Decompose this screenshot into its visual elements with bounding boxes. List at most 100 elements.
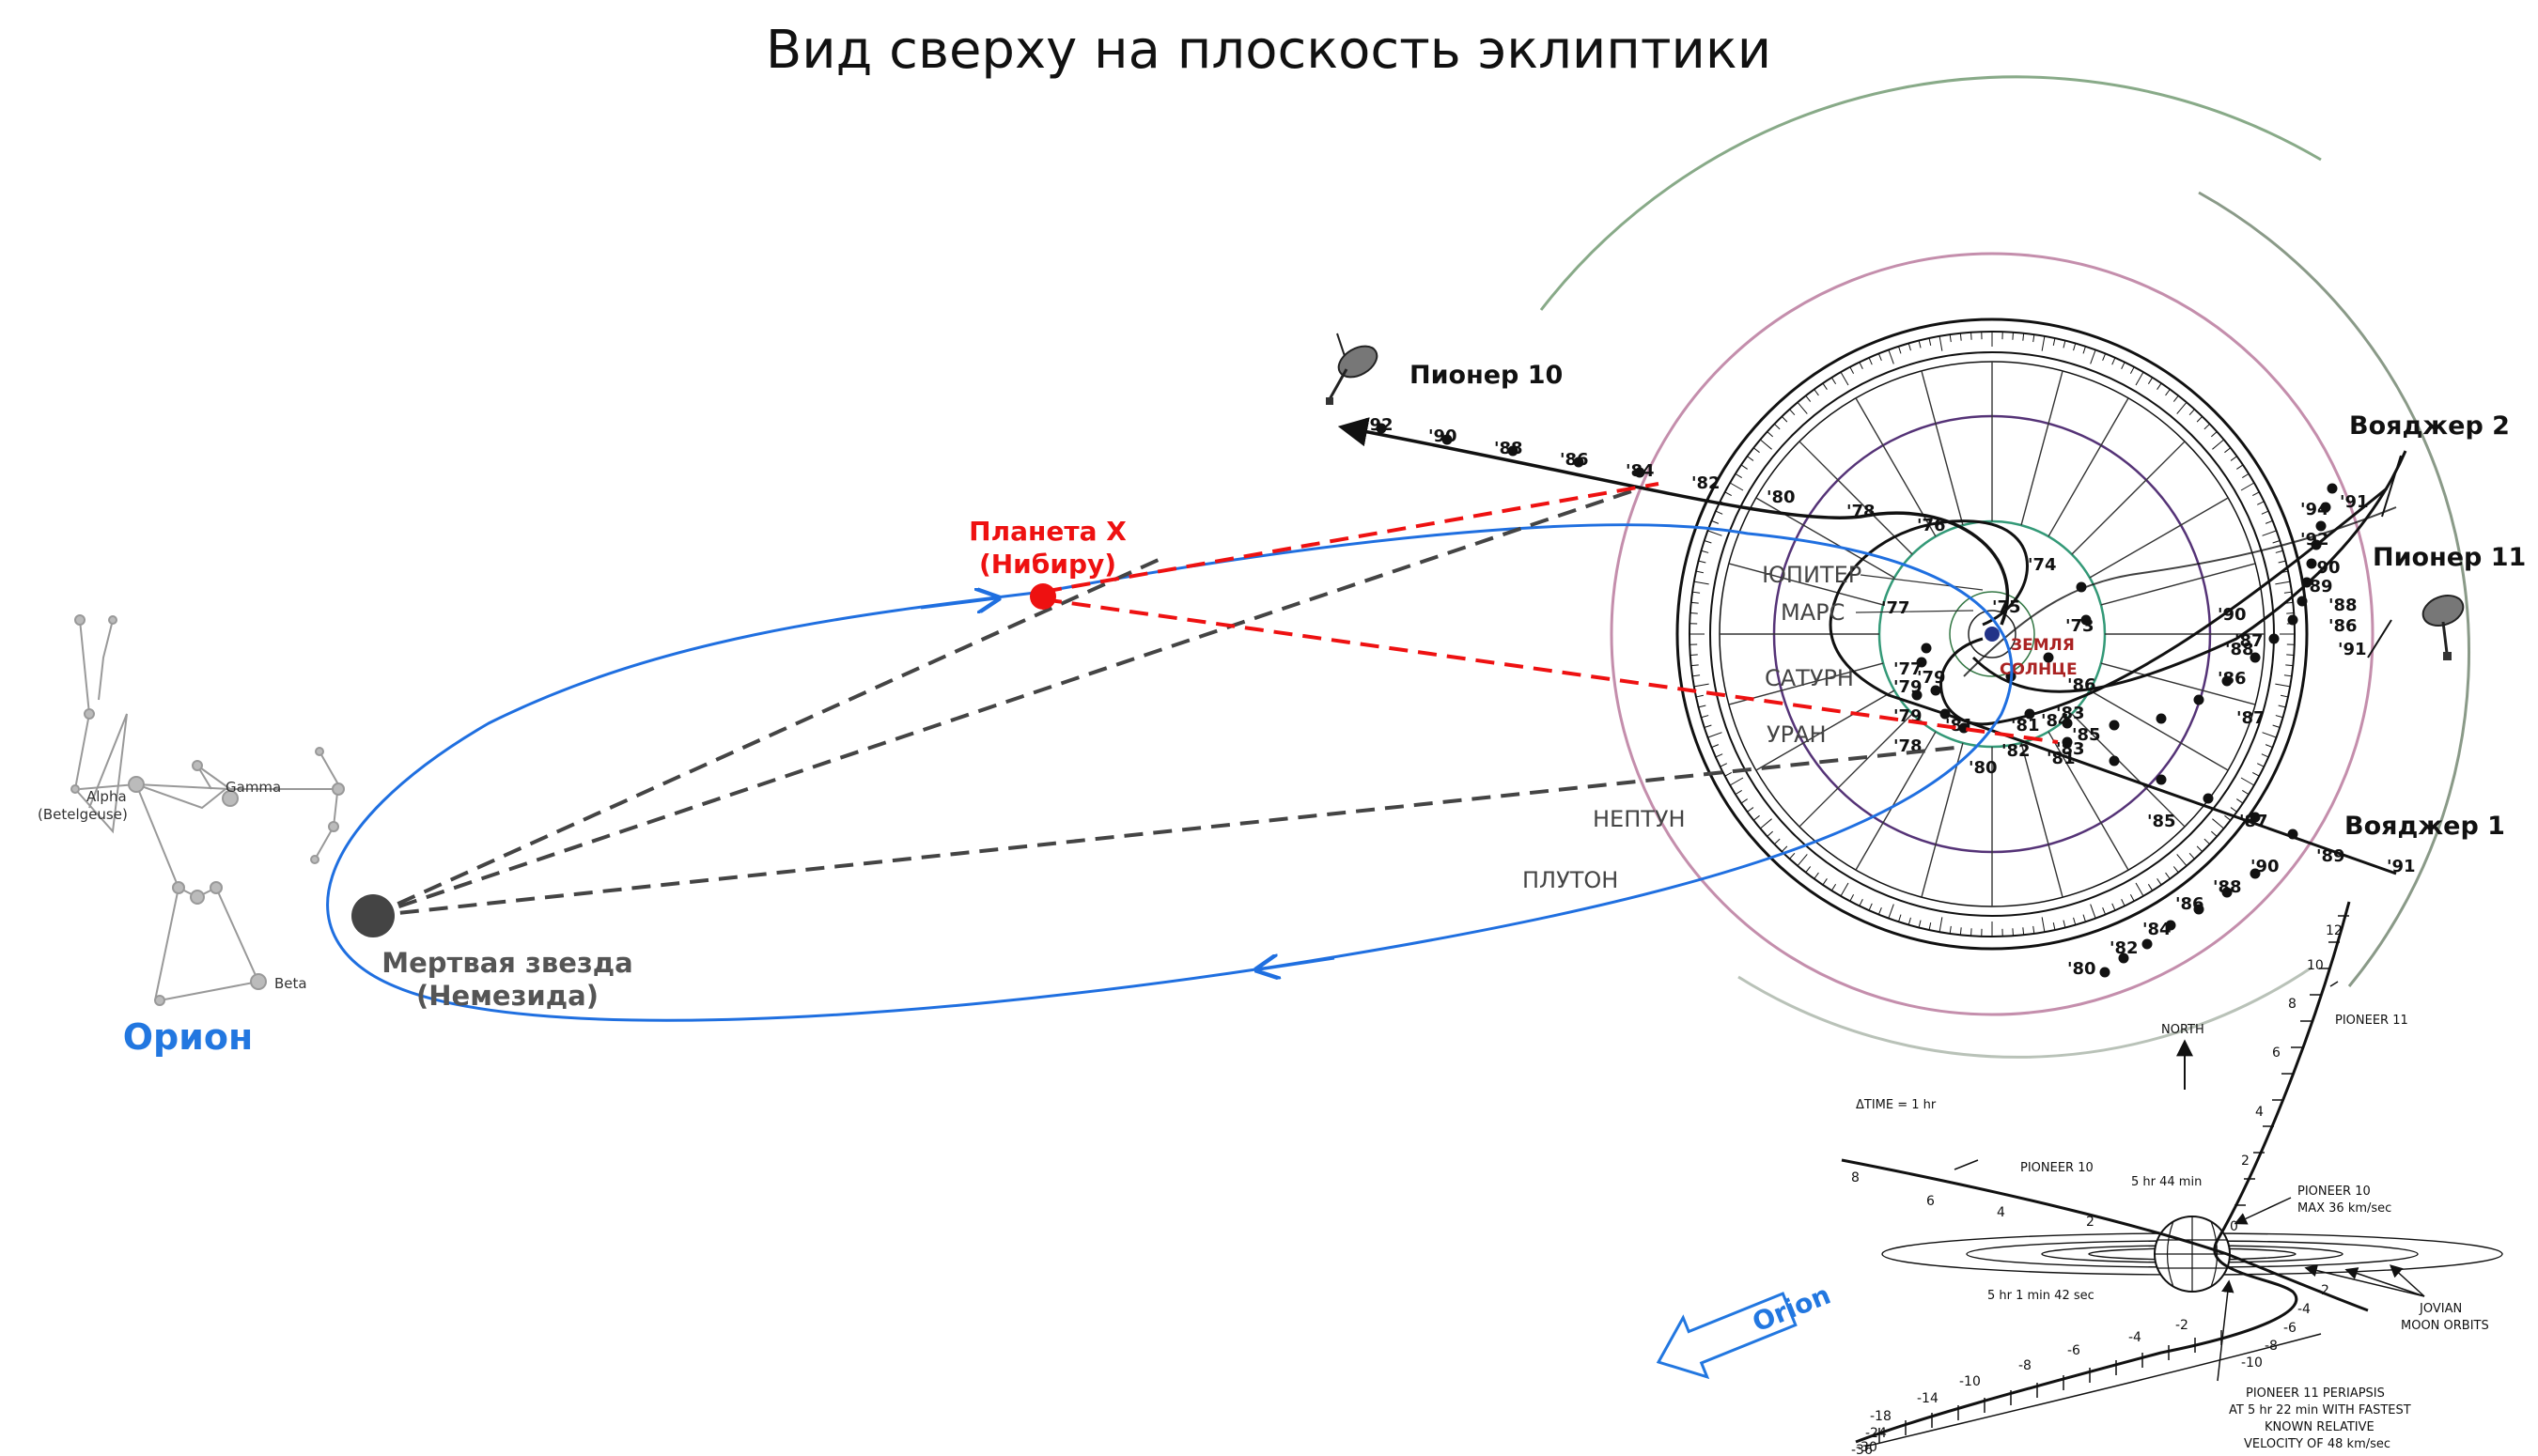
star-label-alpha: Alpha — [86, 788, 127, 805]
moon-orbits-label-1: JOVIAN — [2419, 1302, 2462, 1316]
year-label-v2: '86 — [2218, 669, 2247, 689]
flyby-tick-label: -2 — [2316, 1283, 2329, 1298]
pioneer10-time-label: 5 hr 44 min — [2131, 1175, 2202, 1189]
pioneer11-probe-icon — [2421, 595, 2465, 660]
year-label-p10: '90 — [1428, 426, 1457, 446]
year-label-v1: '80 — [2067, 959, 2096, 979]
year-label-v2: '94 — [2300, 500, 2329, 519]
star-label-beta: Beta — [274, 975, 307, 992]
year-label-v1: '87 — [2239, 812, 2268, 831]
year-label-v2: '87 — [2234, 631, 2264, 651]
flyby-tick-label: -18 — [1870, 1409, 1892, 1424]
year-label-inner: '79 — [1893, 677, 1923, 697]
jupiter-flyby-diagram — [1841, 901, 2503, 1448]
year-label-inner: '85 — [2072, 725, 2101, 745]
year-label-inner: '81 — [2047, 749, 2076, 768]
year-label-inner: '86 — [2067, 675, 2096, 695]
flyby-tick-label: -4 — [2297, 1302, 2311, 1317]
pioneer11-flyby-label: PIONEER 11 — [2335, 1014, 2408, 1028]
year-label-v2: '91 — [2338, 640, 2367, 659]
orion-arrow-label: Orion — [1748, 1279, 1834, 1339]
year-label-p10: '76 — [1917, 516, 1946, 535]
year-label-v1: '84 — [2142, 920, 2172, 939]
year-label-v2: '86 — [2328, 616, 2358, 636]
planet-x-alt-label: (Нибиру) — [979, 549, 1116, 580]
year-label-p10: '73 — [2065, 616, 2094, 636]
flyby-tick-label: -10 — [2241, 1355, 2263, 1371]
dead-star-marker — [351, 894, 395, 937]
year-label-inner: '83 — [2056, 704, 2085, 723]
pioneer11-time-label: 5 hr 1 min 42 sec — [1987, 1289, 2094, 1303]
periapsis-label-4: VELOCITY OF 48 km/sec — [2244, 1437, 2390, 1451]
flyby-tick-label: -10 — [1959, 1374, 1981, 1389]
flyby-tick-label: -4 — [2128, 1330, 2141, 1345]
p11-tick-label: 2 — [2241, 1154, 2250, 1169]
year-label-inner: '83 — [2056, 739, 2085, 759]
year-label-v1: '91 — [2387, 857, 2416, 876]
flyby-tick-label: -36 — [1851, 1443, 1873, 1456]
periapsis-label-3: KNOWN RELATIVE — [2265, 1420, 2375, 1434]
p10-tick-label: 8 — [1851, 1170, 1860, 1185]
pioneer10-probe-icon — [1326, 333, 1378, 405]
pioneer10-flyby-label: PIONEER 10 — [2020, 1161, 2094, 1175]
star-label-betelgeuse: (Betelgeuse) — [38, 806, 128, 823]
planet-label-neptune: НЕПТУН — [1593, 806, 1686, 832]
p10-tick-label: 4 — [1997, 1205, 2005, 1220]
p11-tick-label: 12 — [2326, 923, 2343, 938]
year-label-inner: '75 — [1992, 597, 2021, 617]
delta-time-label: ΔTIME = 1 hr — [1856, 1098, 1937, 1112]
flyby-tick-label: -14 — [1917, 1391, 1939, 1406]
moon-orbits-label-2: MOON ORBITS — [2401, 1319, 2489, 1333]
p11-tick-label: 4 — [2255, 1105, 2264, 1120]
year-label-inner: '84 — [2041, 711, 2070, 731]
periapsis-label-2: AT 5 hr 22 min WITH FASTEST — [2229, 1403, 2411, 1417]
year-label-p10: '84 — [1626, 461, 1655, 481]
voyager2-label: Вояджер 2 — [2349, 411, 2510, 441]
orion-constellation — [70, 614, 345, 1006]
year-label-p10: '80 — [1767, 488, 1796, 507]
north-label: NORTH — [2161, 1023, 2204, 1037]
year-label-inner: '77 — [1893, 659, 1923, 679]
flyby-tick-label: -8 — [2018, 1358, 2032, 1373]
year-label-inner: '79 — [1917, 668, 1946, 688]
planet-label-jupiter: ЮПИТЕР — [1762, 562, 1861, 588]
p10-tick-label: 6 — [1926, 1194, 1935, 1209]
year-label-inner: '82 — [2001, 741, 2031, 761]
year-label-v1: '89 — [2316, 846, 2345, 866]
flyby-tick-label: -6 — [2283, 1321, 2297, 1336]
dead-star-alt-label: (Немезида) — [416, 980, 599, 1012]
year-label-p10: '92 — [1364, 415, 1394, 435]
p11-tick-label: 10 — [2307, 958, 2324, 973]
year-label-v1: '86 — [2175, 894, 2204, 914]
p10-tick-label: 2 — [2086, 1215, 2094, 1230]
year-label-p10: '82 — [1691, 473, 1721, 493]
p11-tick-label: 6 — [2272, 1046, 2281, 1061]
year-label-v2: '90 — [2312, 558, 2341, 578]
flyby-tick-label: -2 — [2175, 1318, 2188, 1333]
earth-label: ЗЕМЛЯ — [2011, 636, 2075, 655]
year-label-v2: '90 — [2218, 605, 2247, 625]
year-label-p10: '74 — [2028, 555, 2057, 575]
pioneer11-label: Пионер 11 — [2373, 543, 2526, 572]
year-label-p10: '88 — [1494, 439, 1523, 458]
p11-tick-label: 0 — [2230, 1219, 2238, 1234]
year-label-inner: '77 — [1881, 598, 1910, 618]
flyby-tick-label: -8 — [2265, 1339, 2278, 1354]
pioneer10-label: Пионер 10 — [1409, 361, 1563, 390]
year-label-v1: '82 — [2110, 938, 2139, 958]
year-label-v2: '91 — [2340, 492, 2369, 512]
star-label-gamma: Gamma — [226, 779, 281, 796]
pioneer10-max-label-1: PIONEER 10 — [2297, 1185, 2371, 1199]
year-label-v2: '92 — [2300, 530, 2329, 550]
page-title: Вид сверху на плоскость эклиптики — [766, 20, 1771, 81]
year-label-v2: '89 — [2304, 577, 2333, 596]
planet-label-uranus: УРАН — [1767, 721, 1827, 748]
year-label-v2: '88 — [2328, 596, 2358, 615]
planet-label-saturn: САТУРН — [1765, 665, 1854, 691]
year-label-v1: '90 — [2250, 857, 2280, 876]
flyby-tick-label: -30 — [1856, 1440, 1877, 1455]
flyby-tick-label: -24 — [1865, 1426, 1887, 1441]
sun-label: СОЛНЦЕ — [2000, 660, 2078, 679]
year-label-inner: '85 — [2147, 812, 2176, 831]
year-label-v1: '88 — [2213, 877, 2242, 897]
